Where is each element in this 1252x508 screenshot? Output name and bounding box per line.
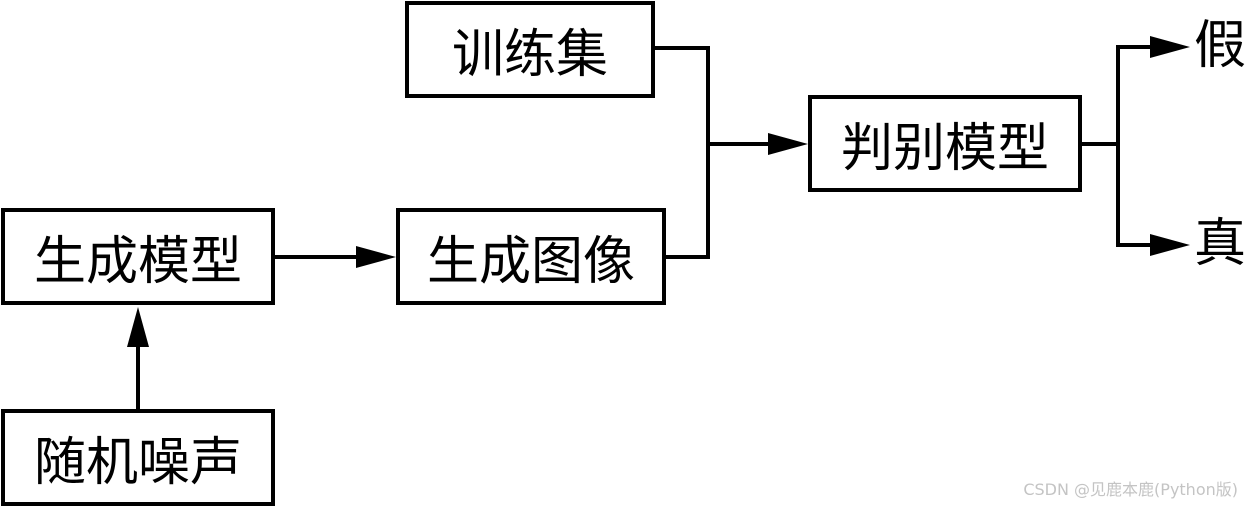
random-noise-label: 随机噪声 [33, 433, 242, 493]
generated-images-label: 生成图像 [426, 232, 635, 292]
discriminator-label: 判别模型 [840, 119, 1049, 179]
generated-images-node: 生成图像 [396, 208, 666, 305]
arrow-to-real [1150, 234, 1190, 256]
arrow-to-discriminator [768, 133, 808, 155]
training-set-label: 训练集 [451, 25, 608, 85]
output-fake-label: 假 [1194, 16, 1247, 76]
arrow-to-generator [127, 307, 149, 347]
discriminator-node: 判别模型 [808, 95, 1082, 192]
random-noise-node: 随机噪声 [1, 409, 275, 506]
generator-label: 生成模型 [33, 232, 242, 292]
arrow-to-fake [1150, 36, 1190, 58]
arrow-to-generated-images [356, 246, 396, 268]
output-real-label: 真 [1194, 214, 1247, 274]
training-set-node: 训练集 [405, 1, 655, 98]
edge-generated-images [665, 144, 710, 259]
edge-training-set [654, 46, 710, 144]
generator-node: 生成模型 [1, 208, 275, 305]
watermark: CSDN @见鹿本鹿(Python版) [1023, 480, 1238, 499]
